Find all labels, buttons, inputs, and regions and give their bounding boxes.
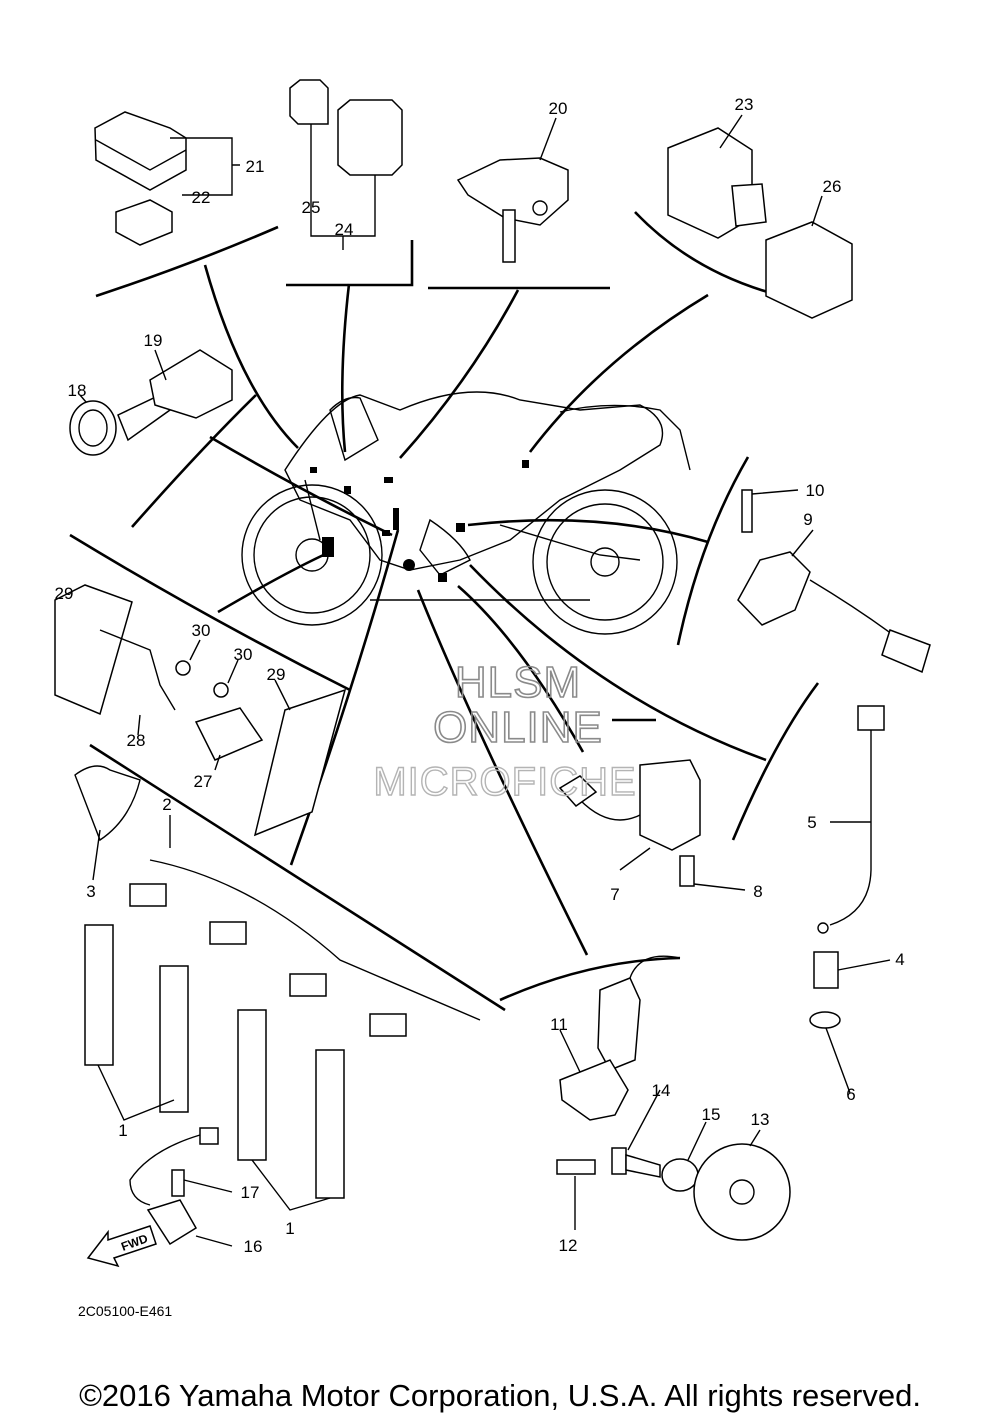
parts-diagram: HLSM ONLINE MICROFICHE FWD 2C05100-E461 … [54, 79, 931, 1319]
callout-4: 4 [895, 950, 904, 969]
callout-13: 13 [751, 1110, 770, 1129]
callout-19: 19 [144, 331, 163, 350]
callout-23: 23 [735, 95, 754, 114]
callout-9: 9 [803, 510, 812, 529]
copyright-notice: ©2016 Yamaha Motor Corporation, U.S.A. A… [79, 1378, 921, 1413]
callout-21: 21 [246, 157, 265, 176]
callout-12: 12 [559, 1236, 578, 1255]
callout-30: 30 [192, 621, 211, 640]
callout-10: 10 [806, 481, 825, 500]
callout-26: 26 [823, 177, 842, 196]
callout-30: 30 [234, 645, 253, 664]
watermark-line-3: MICROFICHE [373, 760, 636, 804]
part-ignition-coils-harness [74, 765, 481, 1211]
callout-11: 11 [550, 1015, 568, 1034]
watermark-line-1: HLSM [455, 658, 581, 707]
part-ecu-23-26 [667, 114, 853, 319]
part-relays-24-25 [289, 79, 403, 250]
watermark: HLSM ONLINE MICROFICHE [373, 657, 637, 805]
callout-22: 22 [192, 188, 211, 207]
callout-17: 17 [241, 1183, 260, 1202]
part-connectors-21-22 [94, 111, 240, 246]
part-switch-18-19 [69, 349, 233, 456]
part-sensor-7-8 [558, 759, 746, 891]
callout-29: 29 [267, 665, 286, 684]
callout-7: 7 [610, 885, 619, 904]
callout-28: 28 [127, 731, 146, 750]
part-sensor-16-17 [129, 1127, 233, 1247]
callout-numbers: 1 1 2 3 4 5 6 7 8 9 10 11 12 13 14 15 16… [55, 95, 905, 1256]
callout-14: 14 [652, 1081, 671, 1100]
callout-8: 8 [753, 882, 762, 901]
callout-16: 16 [244, 1237, 263, 1256]
diagram-code: 2C05100-E461 [78, 1303, 172, 1319]
callout-18: 18 [68, 381, 87, 400]
callout-2: 2 [162, 795, 171, 814]
part-cable-5-4-6 [809, 705, 891, 1094]
leader-lines [203, 264, 767, 956]
part-sensor-20 [456, 117, 569, 263]
callout-27: 27 [194, 772, 213, 791]
watermark-line-2: ONLINE [433, 703, 603, 752]
callout-6: 6 [846, 1085, 855, 1104]
callout-15: 15 [702, 1105, 721, 1124]
callout-1: 1 [118, 1121, 127, 1140]
callout-24: 24 [335, 220, 354, 239]
callout-20: 20 [549, 99, 568, 118]
fwd-arrow [86, 1225, 157, 1268]
callout-5: 5 [807, 813, 816, 832]
callout-29: 29 [55, 584, 74, 603]
callout-25: 25 [302, 198, 321, 217]
motorcycle-illustration [241, 391, 691, 635]
part-reflectors-27-30 [54, 584, 347, 837]
part-pickup-11-15 [556, 955, 791, 1241]
callout-3: 3 [86, 882, 95, 901]
section-borders [69, 211, 820, 1012]
callout-1: 1 [285, 1219, 294, 1238]
part-sensor-9-10 [737, 489, 931, 674]
